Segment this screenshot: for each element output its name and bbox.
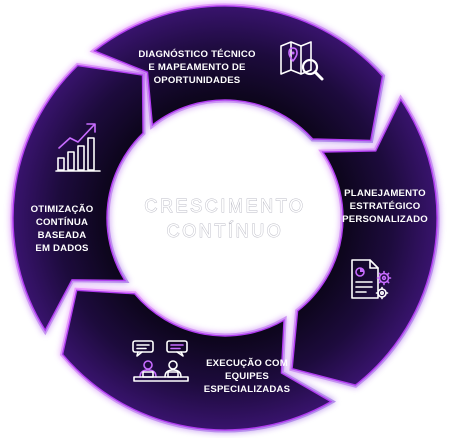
- step-1-line-3: OPORTUNIDADES: [154, 75, 241, 86]
- document-gear-icon: [351, 259, 392, 300]
- center-title-line-1: CRESCIMENTO: [144, 196, 305, 216]
- step-label-planejamento: PLANEJAMENTO ESTRATÉGICO PERSONALIZADO: [342, 188, 428, 225]
- arrow-planejamento: [291, 98, 438, 386]
- step-3-line-3: ESPECIALIZADAS: [204, 384, 291, 395]
- step-1-line-2: E MAPEAMENTO DE: [148, 62, 246, 73]
- center-title-line-2: CONTÍNUO: [167, 221, 284, 241]
- step-label-diagnostico: DIAGNÓSTICO TÉCNICO E MAPEAMENTO DE OPOR…: [138, 48, 256, 86]
- arrow-otimizacao: [12, 64, 144, 332]
- cycle-arrows: [10, 3, 440, 433]
- step-3-line-2: EQUIPES: [225, 371, 269, 382]
- map-search-icon: [280, 41, 324, 81]
- step-label-execucao: EXECUÇÃO COM EQUIPES ESPECIALIZADAS: [204, 358, 291, 395]
- step-2-line-3: PERSONALIZADO: [342, 214, 428, 225]
- step-4-line-3: BASEADA: [38, 230, 87, 241]
- step-2-line-2: ESTRATÉGICO: [350, 200, 421, 212]
- step-2-line-1: PLANEJAMENTO: [344, 188, 426, 199]
- growth-chart-icon: [55, 123, 101, 172]
- step-4-line-4: EM DADOS: [35, 243, 89, 254]
- step-1-line-1: DIAGNÓSTICO TÉCNICO: [138, 48, 256, 60]
- team-chat-icon: [132, 340, 189, 382]
- step-4-line-1: OTIMIZAÇÃO: [31, 204, 94, 215]
- arrow-diagnostico: [93, 5, 384, 142]
- step-4-line-2: CONTÍNUA: [36, 216, 88, 228]
- arrow-execucao: [61, 289, 333, 431]
- step-3-line-1: EXECUÇÃO COM: [206, 358, 288, 369]
- step-label-otimizacao: OTIMIZAÇÃO CONTÍNUA BASEADA EM DADOS: [31, 204, 94, 254]
